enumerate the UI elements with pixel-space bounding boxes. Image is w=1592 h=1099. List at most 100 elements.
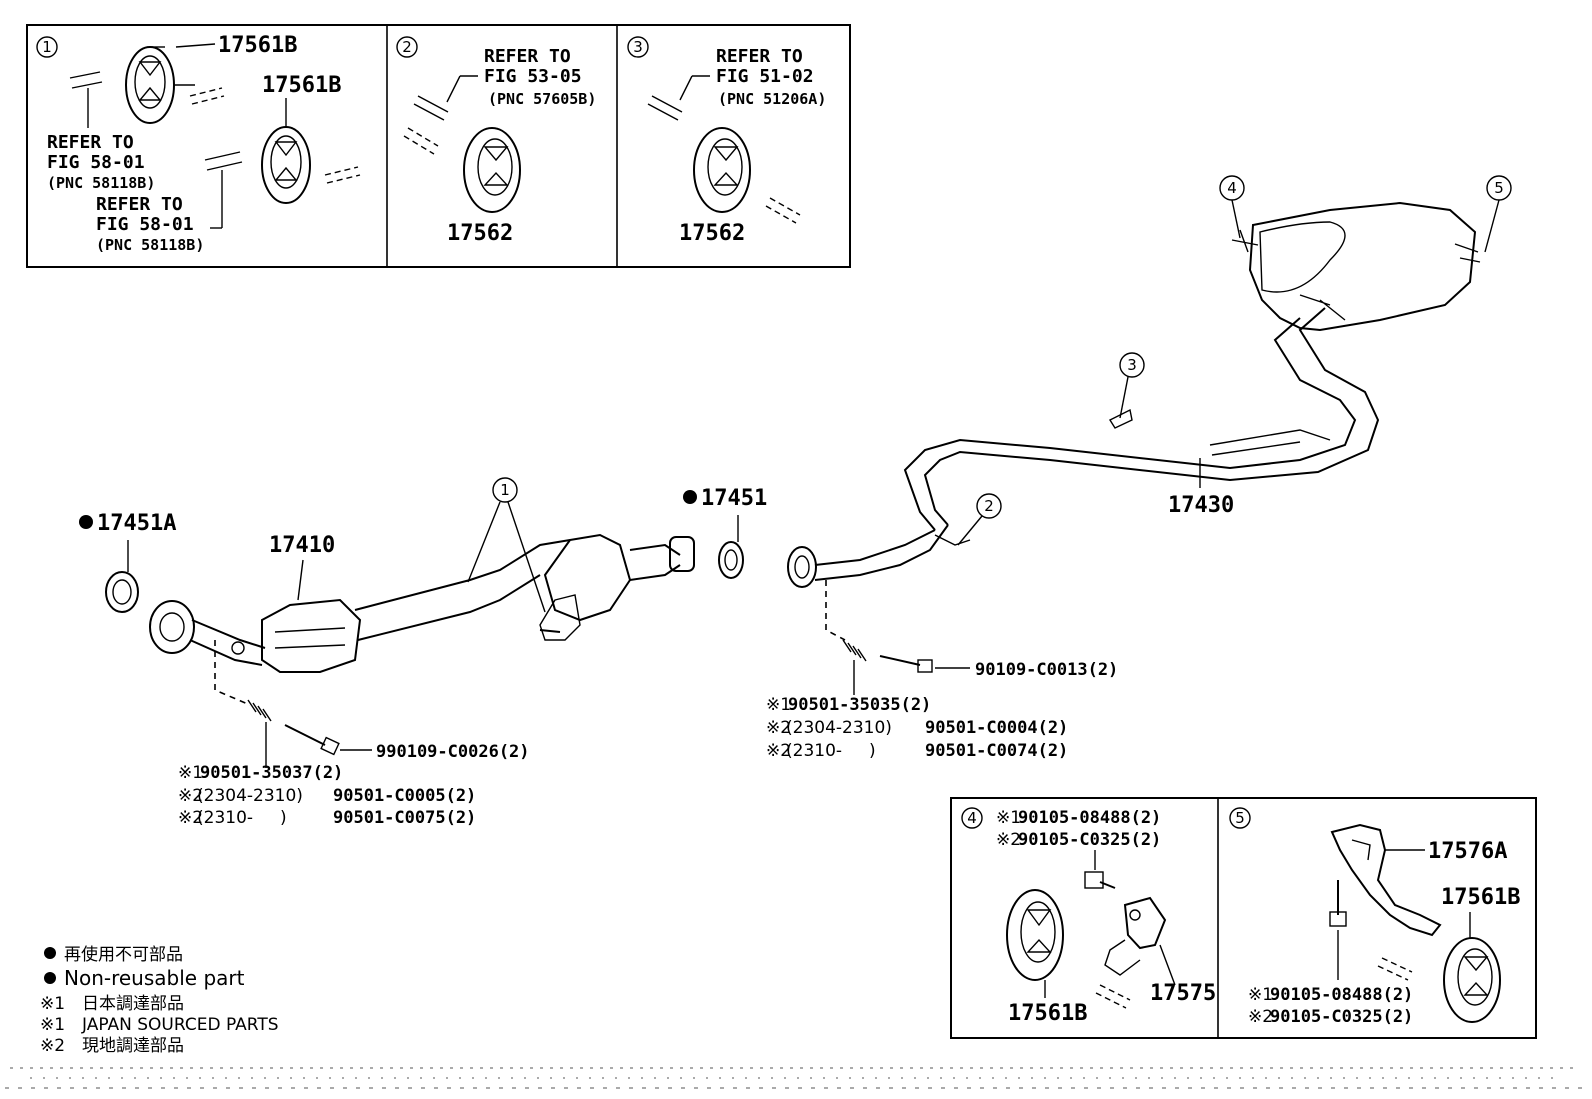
inset-3-number: 3	[633, 38, 643, 56]
nonreusable-dot-icon	[44, 947, 56, 959]
callout-4: 4	[1227, 179, 1237, 197]
spring-rear-2-range: (2304-2310)	[786, 718, 892, 738]
inset5-part-17576a: 17576A	[1428, 839, 1507, 864]
front-fasteners: 990109-C0026(2) ※1 90501-35037(2) ※2 (23…	[178, 640, 530, 828]
spring-rear-2: 90501-C0004(2)	[925, 718, 1068, 738]
inset-5-number: 5	[1235, 809, 1245, 827]
scan-noise	[5, 1067, 1585, 1089]
pipe-stub-icon	[69, 71, 225, 105]
pipe-stub-icon	[204, 151, 361, 184]
legend: 再使用不可部品 Non-reusable part ※1 日本調達部品 ※1 J…	[40, 944, 279, 1056]
mark: ※1	[178, 763, 203, 783]
spring-front-3: 90501-C0075(2)	[333, 808, 476, 828]
mark: ※2	[996, 830, 1021, 850]
nonreusable-dot-icon	[683, 490, 697, 504]
inset5-part-17561b: 17561B	[1441, 885, 1520, 910]
inset-2-number: 2	[402, 38, 412, 56]
inset2-ref-line1: REFER TO	[484, 46, 571, 67]
inset4-part-17561b: 17561B	[1008, 1001, 1087, 1026]
spring-front-3-range: (2310- )	[197, 808, 287, 828]
ref1-line3: (PNC 58118B)	[47, 174, 155, 192]
spring-rear-1: 90501-35035(2)	[788, 695, 931, 715]
part-17410: 17410	[269, 533, 335, 558]
spring-front-2-range: (2304-2310)	[197, 786, 303, 806]
callout-2: 2	[984, 497, 994, 515]
inset2-ref-line2: FIG 53-05	[484, 66, 582, 87]
rubber-hanger-icon	[1006, 889, 1064, 981]
spring-icon	[842, 639, 867, 662]
mark: ※1	[1248, 985, 1273, 1005]
legend-nonreuse-en: Non-reusable part	[64, 966, 245, 990]
inset4-bolt1: 90105-08488(2)	[1018, 808, 1161, 828]
labels-front: 17451A 17451 17410 1	[79, 477, 767, 613]
inset3-ref-line3: (PNC 51206A)	[718, 90, 826, 108]
bolt-icon	[1084, 871, 1116, 889]
front-pipe-converter	[105, 533, 744, 673]
nonreusable-dot-icon	[44, 972, 56, 984]
part-17562-inset2: 17562	[447, 221, 513, 246]
bolt-icon	[879, 655, 933, 673]
inset-frame-bottom	[950, 797, 1537, 1039]
inset-1-number: 1	[42, 38, 52, 56]
mark: ※2	[766, 741, 791, 761]
bolt-icon	[284, 724, 340, 756]
mark: ※2	[766, 718, 791, 738]
ref2-line1: REFER TO	[96, 194, 183, 215]
mark: ※2	[40, 1036, 65, 1056]
inset-4-number: 4	[967, 809, 977, 827]
inset-5: 5 17576A 17561B ※1 90105-08488(2) ※2 901…	[1229, 807, 1520, 1027]
bolt-rear: 90109-C0013(2)	[975, 660, 1118, 680]
inset4-bolt2: 90105-C0325(2)	[1018, 830, 1161, 850]
bolt-front: 990109-C0026(2)	[376, 742, 530, 762]
rubber-hanger-icon	[693, 127, 751, 213]
rear-fasteners: 90109-C0013(2) ※1 90501-35035(2) ※2 (230…	[766, 580, 1118, 761]
legend-src2-jp: 現地調達部品	[82, 1036, 184, 1056]
callout-5: 5	[1494, 179, 1504, 197]
ref2-line2: FIG 58-01	[96, 214, 194, 235]
spring-rear-3-range: (2310- )	[786, 741, 876, 761]
inset-3: 3 REFER TO FIG 51-02 (PNC 51206A) 17562	[627, 36, 826, 246]
spring-front-2: 90501-C0005(2)	[333, 786, 476, 806]
inset5-bolt2: 90105-C0325(2)	[1270, 1007, 1413, 1027]
inset3-ref-line1: REFER TO	[716, 46, 803, 67]
spring-rear-3: 90501-C0074(2)	[925, 741, 1068, 761]
inset2-ref-line3: (PNC 57605B)	[488, 90, 596, 108]
spring-icon	[247, 699, 272, 722]
hanger-bracket-icon	[1104, 896, 1167, 976]
rubber-hanger-icon	[463, 127, 521, 213]
legend-src1-en: JAPAN SOURCED PARTS	[81, 1015, 279, 1035]
part-17561b-mid: 17561B	[262, 73, 341, 98]
mark: ※1	[766, 695, 791, 715]
inset-2: 2 REFER TO FIG 53-05 (PNC 57605B) 17562	[396, 36, 596, 246]
legend-src1-jp: 日本調達部品	[82, 994, 184, 1014]
callouts-rear: 4 5 3 2 17430	[957, 175, 1512, 546]
mark: ※1	[40, 994, 65, 1014]
mark: ※1	[40, 1015, 65, 1035]
inset4-part-17575: 17575	[1150, 981, 1216, 1006]
mark: ※2	[178, 808, 203, 828]
mark: ※2	[1248, 1007, 1273, 1027]
part-17451a: 17451A	[97, 511, 176, 536]
part-17451: 17451	[701, 486, 767, 511]
inset3-ref-line2: FIG 51-02	[716, 66, 814, 87]
part-17562-inset3: 17562	[679, 221, 745, 246]
bolt-icon	[1329, 880, 1347, 927]
ref1-line2: FIG 58-01	[47, 152, 145, 173]
hanger-bracket-icon	[1330, 823, 1442, 937]
mark: ※2	[178, 786, 203, 806]
muffler-assembly	[787, 201, 1481, 588]
inset-1: 1 17561B 17561B REFER TO	[36, 33, 361, 254]
spring-front-1: 90501-35037(2)	[200, 763, 343, 783]
ref1-line1: REFER TO	[47, 132, 134, 153]
callout-1: 1	[500, 481, 510, 499]
rubber-hanger-icon	[125, 46, 195, 124]
ref2-line3: (PNC 58118B)	[96, 236, 204, 254]
mark: ※1	[996, 808, 1021, 828]
rubber-hanger-icon	[1443, 937, 1501, 1023]
callout-3: 3	[1127, 356, 1137, 374]
inset-4: 4 ※1 90105-08488(2) ※2 90105-C0325(2) 17…	[961, 807, 1216, 1026]
nonreusable-dot-icon	[79, 515, 93, 529]
rubber-hanger-icon	[261, 126, 311, 204]
legend-nonreuse-jp: 再使用不可部品	[64, 944, 183, 965]
